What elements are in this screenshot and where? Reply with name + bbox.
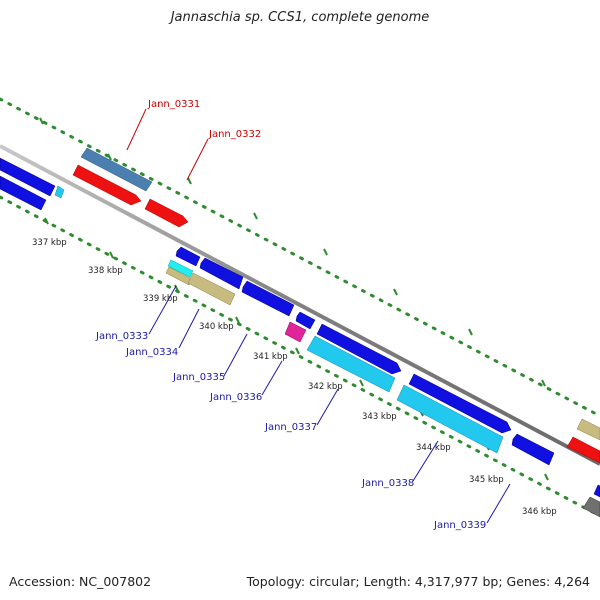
map-title: Jannaschia sp. CCS1, complete genome: [170, 10, 430, 25]
gene-label-jann-0339[interactable]: Jann_0339: [433, 520, 486, 531]
kbp-label: 338 kbp: [88, 266, 123, 276]
gene-label-jann-0333[interactable]: Jann_0333: [95, 331, 148, 342]
inner-scale-line: [0, 195, 600, 518]
gene-forward-4[interactable]: [566, 436, 600, 464]
gene-jann-0335-b[interactable]: [241, 280, 295, 317]
outer-scale-line: [0, 97, 600, 418]
kbp-label: 341 kbp: [253, 352, 288, 362]
gene-jann-0332-left[interactable]: [72, 164, 142, 206]
gene-forward-1[interactable]: [316, 323, 402, 375]
gene-jann-0334-a[interactable]: [165, 266, 193, 286]
kbp-label: 340 kbp: [199, 322, 234, 332]
kbp-label: 343 kbp: [362, 412, 397, 422]
gene-forward-2[interactable]: [408, 373, 512, 434]
gene-jann-0333-b[interactable]: [167, 259, 194, 278]
kbp-label: 337 kbp: [32, 238, 67, 248]
gene-label-jann-0331[interactable]: Jann_0331: [147, 99, 200, 110]
gene-label-jann-0334[interactable]: Jann_0334: [125, 347, 178, 358]
gene-jann-0338[interactable]: [396, 384, 504, 454]
reverse-strand-genes: [0, 175, 600, 518]
gene-jann-0334-b[interactable]: [187, 272, 236, 306]
gene-jann-0332-right[interactable]: [144, 198, 189, 228]
kbp-label: 342 kbp: [308, 382, 343, 392]
gene-reverse-left[interactable]: [0, 175, 47, 211]
gene-label-jann-0332[interactable]: Jann_0332: [208, 129, 261, 140]
inner-major-ticks: [44, 217, 549, 481]
gene-forward-3[interactable]: [576, 418, 600, 441]
genome-backbone: [0, 144, 600, 466]
gene-reverse-right-blue[interactable]: [593, 484, 600, 498]
gene-label-jann-0335[interactable]: Jann_0335: [172, 372, 225, 383]
outer-major-ticks: [39, 117, 546, 387]
gene-forward-left[interactable]: [0, 157, 56, 197]
gene-jann-0331[interactable]: [80, 147, 153, 192]
gene-jann-0337[interactable]: [306, 335, 396, 393]
gene-reverse-right-gray[interactable]: [582, 496, 600, 518]
gene-label-jann-0337[interactable]: Jann_0337: [264, 422, 317, 433]
gene-label-jann-0338[interactable]: Jann_0338: [361, 478, 414, 489]
genome-summary-text: Topology: circular; Length: 4,317,977 bp…: [246, 574, 590, 589]
gene-jann-0336-a[interactable]: [295, 311, 316, 330]
gene-jann-0333-a[interactable]: [175, 246, 201, 267]
gene-jann-0335-a[interactable]: [199, 257, 244, 290]
kbp-labels: 337 kbp 338 kbp 339 kbp 340 kbp 341 kbp …: [32, 238, 557, 517]
kbp-label: 345 kbp: [469, 475, 504, 485]
gene-small-cyan[interactable]: [54, 185, 65, 199]
forward-strand-genes: [0, 147, 600, 464]
kbp-label: 339 kbp: [143, 294, 178, 304]
gene-labels: Jann_0331 Jann_0332 Jann_0333 Jann_0334 …: [95, 99, 486, 531]
reverse-leader-lines: [148, 285, 511, 524]
gene-jann-0339[interactable]: [511, 433, 555, 466]
gene-jann-0336-b[interactable]: [284, 321, 307, 343]
kbp-label: 346 kbp: [522, 507, 557, 517]
gene-label-jann-0336[interactable]: Jann_0336: [209, 392, 262, 403]
accession-text: Accession: NC_007802: [9, 574, 152, 589]
forward-leader-lines: [126, 108, 209, 181]
